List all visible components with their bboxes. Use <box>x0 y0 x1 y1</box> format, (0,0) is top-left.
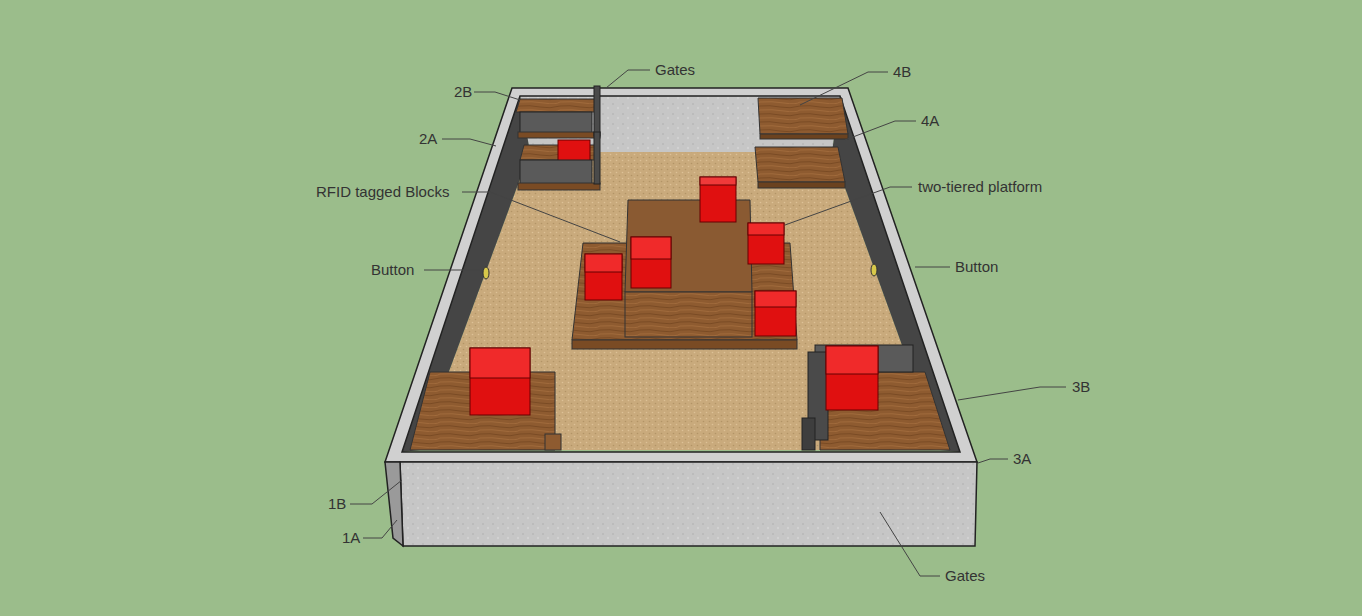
gate <box>802 418 815 450</box>
callout-label: RFID tagged Blocks <box>316 183 449 201</box>
callout-label: two-tiered platform <box>918 178 1042 196</box>
callout-label: 2A <box>419 130 437 148</box>
callout-label: 1B <box>328 495 346 513</box>
gate <box>594 132 600 184</box>
platform <box>516 99 598 112</box>
platform-upper-face <box>625 292 752 337</box>
leader-lines <box>350 70 1066 576</box>
platform-edge <box>518 132 600 138</box>
blocks <box>585 177 796 336</box>
button <box>871 264 877 276</box>
gate <box>520 160 592 184</box>
callout-label: 2B <box>454 83 472 101</box>
block <box>470 348 530 415</box>
block-top <box>826 346 878 374</box>
front-wall <box>400 462 977 546</box>
front-wall-side <box>385 462 403 546</box>
block <box>558 140 590 162</box>
platform-edge <box>760 134 848 139</box>
callout-label: Gates <box>945 567 985 585</box>
gate <box>520 112 592 134</box>
callout-label: 3A <box>1013 450 1031 468</box>
callout-label: Button <box>371 261 414 279</box>
gate <box>594 86 600 136</box>
platform-edge <box>758 182 845 188</box>
platform <box>755 147 845 182</box>
callout-label: 4B <box>893 63 911 81</box>
callout-label: 1A <box>342 529 360 547</box>
block-top <box>470 348 530 378</box>
wall-rim <box>385 88 977 462</box>
callout-label: Gates <box>655 61 695 79</box>
step <box>545 434 561 450</box>
callout-label: Button <box>955 258 998 276</box>
platform-edge <box>518 183 600 190</box>
callout-label: 4A <box>921 112 939 130</box>
block <box>826 346 878 410</box>
callout-label: 3B <box>1072 378 1090 396</box>
platform-edge <box>572 340 797 349</box>
button <box>483 267 489 279</box>
